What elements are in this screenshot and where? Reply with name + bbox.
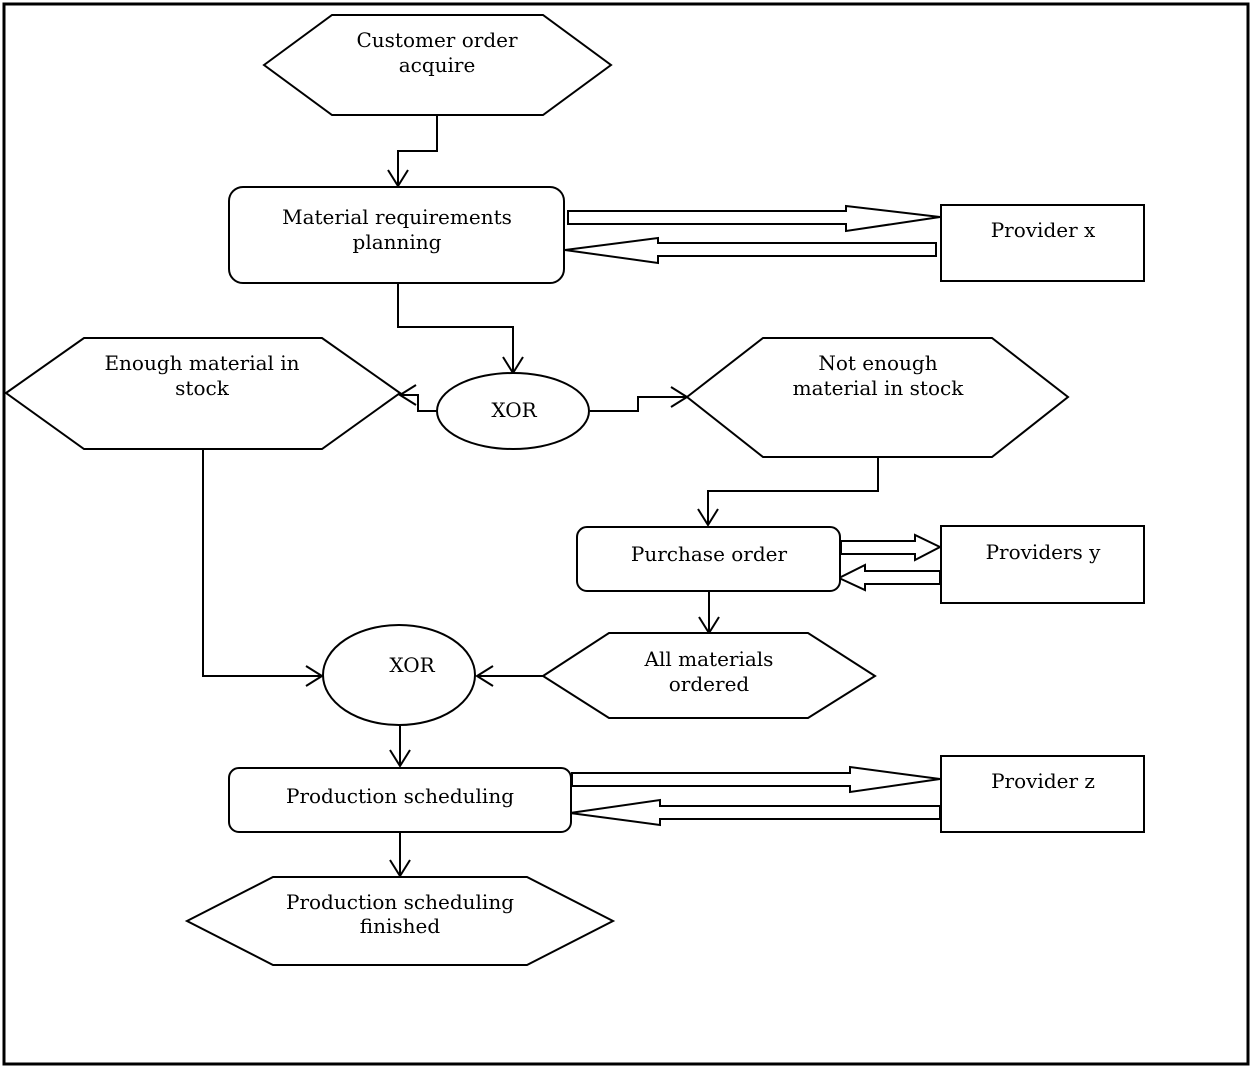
- node-material-requirements-planning: Material requirements planning: [228, 186, 565, 284]
- node-label: ordered: [669, 672, 750, 696]
- arrowhead: [305, 665, 324, 687]
- edge-xor-top-to-enough-stock: [400, 394, 437, 412]
- node-label: All materials: [644, 647, 774, 671]
- event-hexagon: [4, 337, 402, 450]
- edge-mrp-to-xor-top: [397, 283, 514, 373]
- event-hexagon: [262, 14, 613, 116]
- organization-box: [940, 755, 1145, 833]
- function-box: [228, 767, 572, 833]
- node-xor-bottom: XOR: [322, 624, 476, 726]
- edge-enough-stock-to-xor-bottom: [202, 449, 322, 677]
- edge-not-enough-to-purchase-order: [707, 457, 879, 525]
- xor-connector: [436, 372, 590, 450]
- event-hexagon: [541, 632, 877, 719]
- connectors: [202, 115, 879, 878]
- node-purchase-order: Purchase order: [576, 526, 841, 592]
- node-providers-y: Providers y: [940, 525, 1145, 604]
- node-label: Enough material in: [104, 351, 299, 375]
- flow-arrow-from-provider-x: [564, 236, 937, 265]
- node-label: Production scheduling: [286, 890, 514, 914]
- node-xor-top: XOR: [436, 372, 590, 450]
- flow-arrow-to-provider-x: [567, 204, 941, 233]
- flow-arrow-to-providers-y: [840, 533, 943, 562]
- xor-connector: [322, 624, 476, 726]
- node-label: XOR: [491, 398, 537, 422]
- node-label: Not enough: [818, 351, 937, 375]
- node-label: XOR: [389, 653, 435, 677]
- node-label: Material requirements: [282, 205, 512, 229]
- flow-arrow-to-provider-z: [571, 765, 941, 794]
- node-customer-order: Customer order acquire: [262, 14, 613, 116]
- edge-customer-order-to-mrp: [397, 115, 438, 186]
- organization-box: [940, 204, 1145, 282]
- node-provider-x: Provider x: [940, 204, 1145, 282]
- node-label: Purchase order: [631, 542, 788, 566]
- function-box: [228, 186, 565, 284]
- node-label: Providers y: [986, 540, 1102, 564]
- flow-arrow-from-providers-y: [836, 563, 941, 592]
- arrowhead: [697, 508, 719, 527]
- node-label: stock: [175, 376, 230, 400]
- arrowhead: [475, 665, 494, 687]
- node-label: Production scheduling: [286, 784, 514, 808]
- node-provider-z: Provider z: [940, 755, 1145, 833]
- node-all-materials-ordered: All materials ordered: [541, 632, 877, 719]
- node-label: finished: [360, 914, 441, 938]
- organization-box: [940, 525, 1145, 604]
- node-label: Customer order: [356, 28, 517, 52]
- node-production-scheduling-finished: Production scheduling finished: [184, 876, 616, 966]
- arrowhead: [389, 749, 411, 768]
- edge-xor-top-to-not-enough-stock: [590, 396, 687, 412]
- node-label: acquire: [399, 53, 476, 77]
- function-box: [576, 526, 841, 592]
- event-hexagon: [184, 876, 616, 966]
- node-not-enough-material-in-stock: Not enough material in stock: [685, 337, 1070, 458]
- node-label: Provider x: [991, 218, 1096, 242]
- provider-exchanges: [564, 204, 943, 827]
- node-label: material in stock: [793, 376, 965, 400]
- node-label: planning: [353, 230, 442, 254]
- node-label: Provider z: [991, 769, 1095, 793]
- node-enough-material-in-stock: Enough material in stock: [4, 337, 402, 450]
- node-production-scheduling: Production scheduling: [228, 767, 572, 833]
- arrowhead: [398, 384, 417, 406]
- event-hexagon: [685, 337, 1070, 458]
- flow-arrow-from-provider-z: [569, 798, 941, 827]
